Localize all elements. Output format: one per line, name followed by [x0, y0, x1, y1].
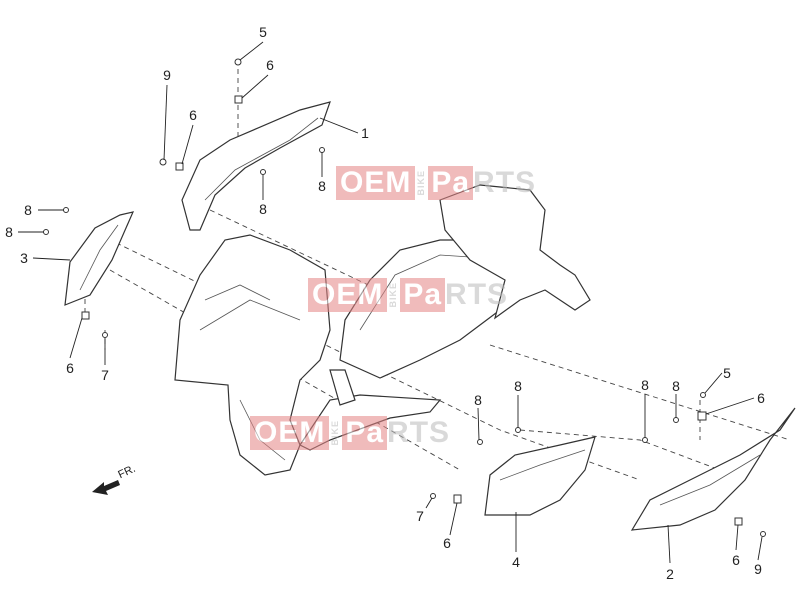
callout: 6 [266, 57, 274, 73]
callout: 6 [757, 390, 765, 406]
part-1-upper-cover [181, 101, 331, 231]
callout: 6 [443, 535, 451, 551]
callout: 5 [723, 365, 731, 381]
watermark-rts: RTS [445, 278, 509, 311]
callout: 6 [189, 107, 197, 123]
callout: 9 [754, 561, 762, 577]
frame-tube [329, 369, 356, 406]
watermark-oem: OEM [308, 278, 388, 312]
watermark-pa: Pa [428, 166, 474, 200]
front-body [174, 234, 331, 476]
callout: 8 [24, 202, 32, 218]
callout: 5 [259, 24, 267, 40]
watermark-rts: RTS [387, 416, 451, 449]
rear-frame [439, 184, 591, 320]
callout: 9 [163, 67, 171, 83]
callout: 2 [666, 566, 674, 582]
callout: 6 [732, 552, 740, 568]
watermark-pa: Pa [400, 278, 446, 312]
callout: 7 [101, 367, 109, 383]
callout: 7 [416, 508, 424, 524]
watermark-oem: OEM [250, 416, 330, 450]
callout: 8 [474, 392, 482, 408]
part-3-left-panel [64, 211, 135, 306]
part-4-side-panel [484, 436, 596, 516]
watermark-oem: OEM [336, 166, 416, 200]
callout: 8 [641, 377, 649, 393]
callout: 8 [514, 378, 522, 394]
callout: 4 [512, 554, 520, 570]
watermark-bike: BIKE [416, 170, 427, 196]
watermark-rts: RTS [473, 166, 537, 199]
front-direction-arrow-icon [92, 480, 120, 495]
watermark-bike: BIKE [388, 282, 399, 308]
part-2-rear-panel [630, 407, 796, 531]
callout: 6 [66, 360, 74, 376]
callout: 3 [20, 250, 28, 266]
callout: 8 [5, 224, 13, 240]
callout: 1 [361, 125, 369, 141]
watermark-bike: BIKE [330, 420, 341, 446]
callout: 8 [259, 201, 267, 217]
callout: 8 [672, 378, 680, 394]
callout: 8 [318, 178, 326, 194]
watermark-pa: Pa [342, 416, 388, 450]
